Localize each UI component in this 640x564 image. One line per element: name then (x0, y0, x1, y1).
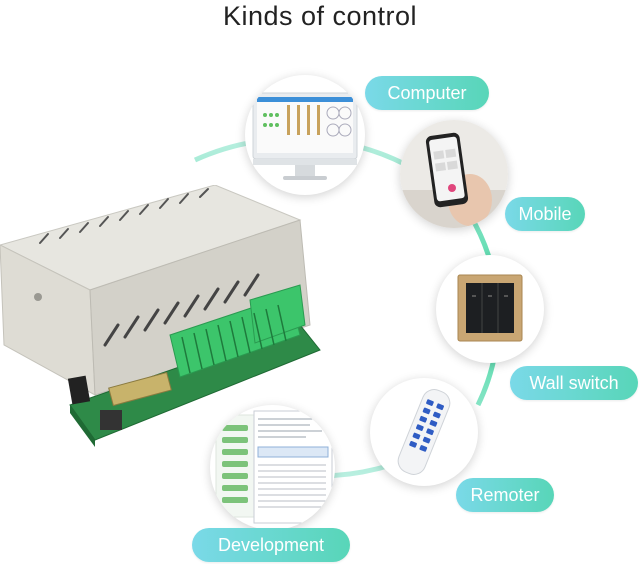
phone-icon (400, 120, 508, 228)
monitor-icon (252, 92, 358, 180)
development-label: Development (192, 528, 350, 562)
relay-controller-image (0, 185, 321, 447)
wall-switch-label: Wall switch (510, 366, 638, 400)
remoter-label: Remoter (456, 478, 554, 512)
computer-label: Computer (365, 76, 489, 110)
mobile-label: Mobile (505, 197, 585, 231)
wall-switch-icon (457, 274, 523, 342)
software-window-icon (215, 410, 333, 524)
development-image (210, 405, 335, 530)
mobile-image (400, 120, 508, 228)
remoter-image (370, 378, 478, 486)
wall-switch-image (436, 255, 544, 363)
remote-icon (397, 389, 451, 475)
page-title: Kinds of control (222, 1, 418, 31)
computer-image (245, 75, 365, 195)
